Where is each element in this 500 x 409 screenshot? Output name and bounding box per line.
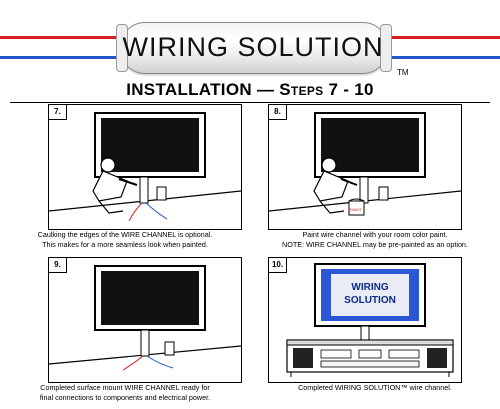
step-9-panel: 9. — [48, 257, 242, 383]
title-main: INSTALLATION — — [126, 80, 275, 99]
red-wire-right — [384, 36, 500, 39]
page-title: INSTALLATION — Steps 7 - 10 — [0, 80, 500, 100]
paint-can-label: PAINT — [350, 207, 362, 212]
step-number: 9. — [48, 257, 67, 273]
step-8-caption: Paint wire channel with your room color … — [282, 230, 468, 249]
blue-wire-right — [384, 56, 500, 59]
step-10-caption: Completed WIRING SOLUTION™ wire channel. — [298, 383, 452, 392]
step-number: 8. — [268, 104, 287, 120]
tube-end-cap-right — [380, 24, 392, 72]
blue-wire-left — [0, 56, 122, 59]
wire-channel-tube — [120, 22, 388, 74]
step-7-caption: Caulking the edges of the WIRE CHANNEL i… — [37, 230, 213, 249]
step-number: 7. — [48, 104, 67, 120]
step-10-illustration: WIRING SOLUTION — [286, 263, 454, 377]
trademark-mark: TM — [397, 68, 409, 77]
step-8-illustration: PAINT — [269, 112, 461, 216]
step-8-panel: 8. PAINT — [268, 104, 462, 230]
step-number: 10. — [268, 257, 287, 273]
title-steps: Steps 7 - 10 — [279, 80, 374, 99]
tube-end-cap-left — [116, 24, 128, 72]
screen-text-line1: WIRING — [351, 282, 388, 293]
title-rule — [10, 102, 490, 103]
red-wire-left — [0, 36, 122, 39]
step-9-caption: Completed surface mount WIRE CHANNEL rea… — [39, 383, 211, 402]
step-7-illustration — [49, 112, 241, 222]
brand-logo-text: WIRING SOLUTION — [122, 32, 384, 62]
step-9-illustration — [49, 265, 241, 371]
step-7-panel: 7. — [48, 104, 242, 230]
step-10-panel: 10. WIRING SOLUTION — [268, 257, 462, 383]
screen-text-line2: SOLUTION — [344, 295, 396, 306]
